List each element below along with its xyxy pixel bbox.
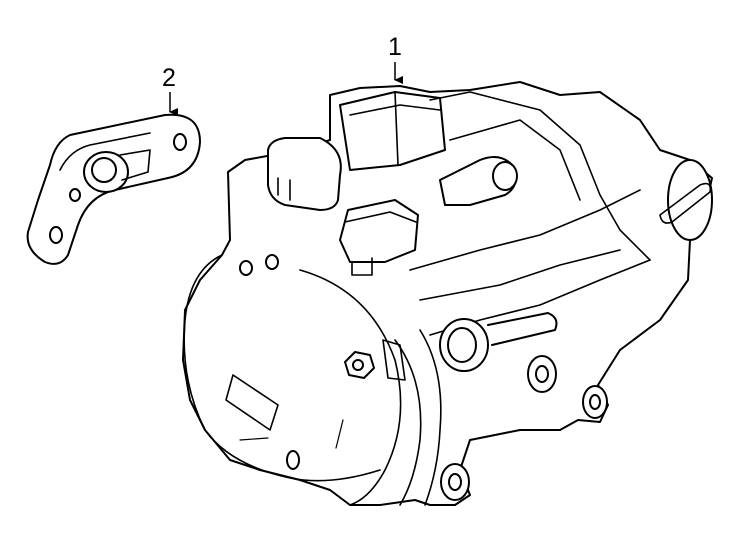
callout-1-label: 1 [388,33,402,61]
callout-2-label: 2 [162,64,176,92]
bracket-part [26,113,201,265]
compressor-part [182,81,713,506]
